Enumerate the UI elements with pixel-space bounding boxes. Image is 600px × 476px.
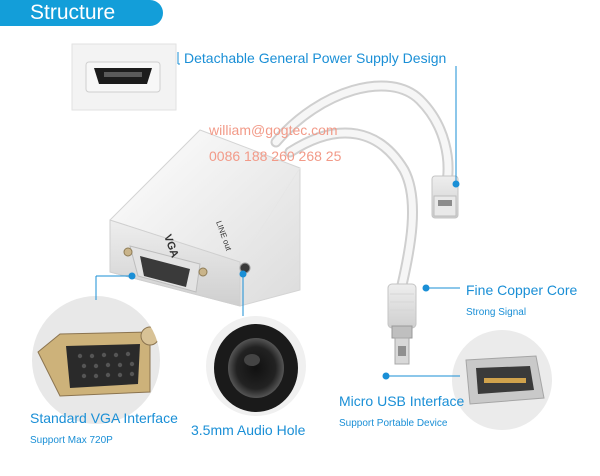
micro-usb-plug <box>387 283 417 365</box>
callout-copper-subtitle: Strong Signal <box>466 307 527 318</box>
watermark-phone: 0086 188 260 268 25 <box>209 148 342 164</box>
watermark-email: william@gogtec.com <box>209 122 338 138</box>
callout-lines <box>95 52 460 380</box>
section-title: Structure <box>30 1 116 24</box>
callout-micro-usb-subtitle: Support Portable Device <box>339 418 448 429</box>
callout-vga-title: Standard VGA Interface <box>30 410 178 426</box>
usb-a-connector <box>431 175 459 219</box>
section-header <box>0 0 163 26</box>
hdmi-port-photo <box>71 43 177 111</box>
vga-port-photo <box>32 296 160 424</box>
callout-power-title: Detachable General Power Supply Design <box>184 50 447 66</box>
callout-copper-title: Fine Copper Core <box>466 282 578 298</box>
micro-usb-photo <box>452 330 552 430</box>
usb-cable <box>270 80 454 291</box>
callout-vga-subtitle: Support Max 720P <box>30 435 113 446</box>
callout-micro-usb-title: Micro USB Interface <box>339 393 465 409</box>
audio-hole-photo <box>206 316 306 416</box>
adapter-body <box>109 129 301 307</box>
callout-audio-title: 3.5mm Audio Hole <box>191 422 306 438</box>
